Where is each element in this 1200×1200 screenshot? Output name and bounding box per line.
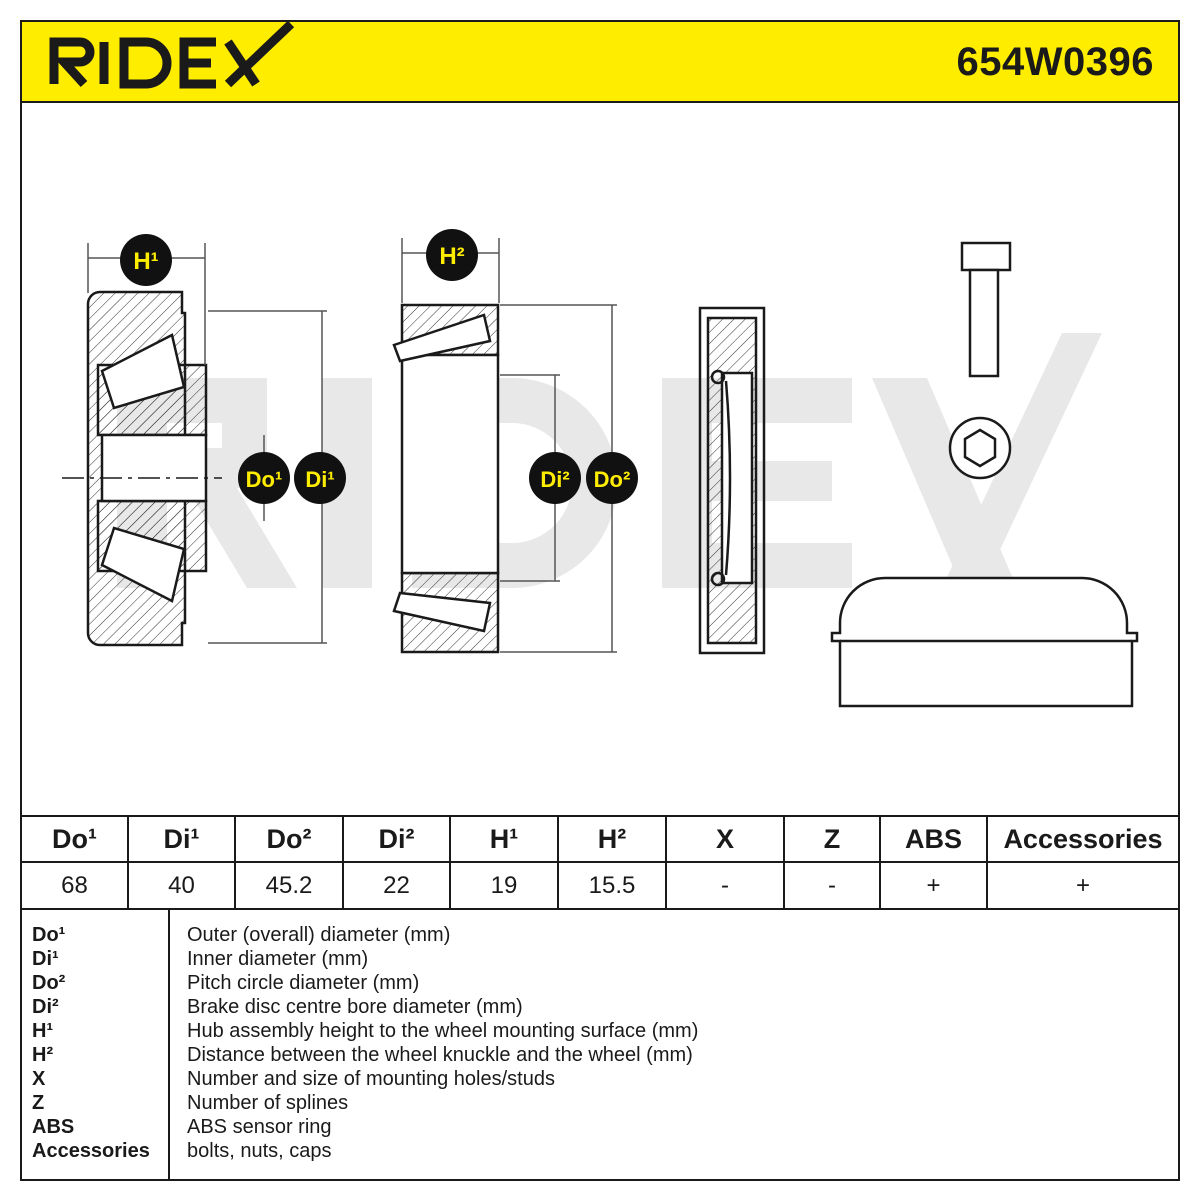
legend-row: ABS ABS sensor ring xyxy=(22,1116,1178,1140)
badge-do1-text: Do¹ xyxy=(246,467,283,492)
legend-row: X Number and size of mounting holes/stud… xyxy=(22,1068,1178,1092)
ridex-logo xyxy=(49,22,295,89)
legend-row: Di¹ Inner diameter (mm) xyxy=(22,948,1178,972)
header-cell: Accessories xyxy=(986,815,1178,863)
legend-key: Di¹ xyxy=(32,948,59,970)
value-cell: 68 xyxy=(22,861,129,910)
value-cell: + xyxy=(879,861,988,910)
badge-di1-text: Di¹ xyxy=(305,467,334,492)
header-cell: Do¹ xyxy=(22,815,129,863)
seal-drawing xyxy=(698,306,766,655)
legend-divider xyxy=(168,910,170,1181)
legend-row: Do² Pitch circle diameter (mm) xyxy=(22,972,1178,996)
legend-row: H² Distance between the wheel knuckle an… xyxy=(22,1044,1178,1068)
bolt-drawing xyxy=(948,241,1012,480)
legend-key: Accessories xyxy=(32,1140,150,1162)
legend-key: Do¹ xyxy=(32,924,66,946)
badge-di1: Di¹ xyxy=(294,452,346,504)
drawing-canvas: H¹ Do¹ Di¹ H² Di² Do² xyxy=(62,229,1139,708)
legend-description: Distance between the wheel knuckle and t… xyxy=(187,1044,693,1066)
value-cell: - xyxy=(665,861,785,910)
bearing-2-drawing xyxy=(392,303,500,654)
legend-description: Inner diameter (mm) xyxy=(187,948,369,970)
legend-description: Hub assembly height to the wheel mountin… xyxy=(187,1020,699,1042)
cap-drawing xyxy=(830,576,1139,708)
legend-key: X xyxy=(32,1068,46,1090)
legend-row: Z Number of splines xyxy=(22,1092,1178,1116)
legend-description: Number of splines xyxy=(187,1092,349,1114)
legend-description: ABS sensor ring xyxy=(187,1116,332,1138)
legend-key: H¹ xyxy=(32,1020,54,1042)
value-cell: 40 xyxy=(127,861,236,910)
legend-key: Do² xyxy=(32,972,66,994)
datasheet-frame: 654W0396 xyxy=(20,20,1180,1181)
legend-key: H² xyxy=(32,1044,54,1066)
legend-row: Do¹ Outer (overall) diameter (mm) xyxy=(22,924,1178,948)
value-cell: 15.5 xyxy=(557,861,667,910)
badge-do2: Do² xyxy=(586,452,638,504)
badge-do2-text: Do² xyxy=(594,467,631,492)
legend-key: Z xyxy=(32,1092,45,1114)
header-cell: Di¹ xyxy=(127,815,236,863)
legend-key: ABS xyxy=(32,1116,75,1138)
legend-description: Pitch circle diameter (mm) xyxy=(187,972,420,994)
spec-header-row: Do¹ Di¹ Do² Di² H¹ H² X Z ABS Accessorie… xyxy=(22,815,1178,863)
technical-drawing: H¹ Do¹ Di¹ H² Di² Do² xyxy=(22,103,1178,815)
badge-h1: H¹ xyxy=(120,234,172,286)
legend-description: bolts, nuts, caps xyxy=(187,1140,332,1162)
legend-description: Outer (overall) diameter (mm) xyxy=(187,924,451,946)
badge-h2-text: H² xyxy=(439,243,464,270)
legend-row: H¹ Hub assembly height to the wheel moun… xyxy=(22,1020,1178,1044)
value-cell: + xyxy=(986,861,1178,910)
badge-di2: Di² xyxy=(529,452,581,504)
legend-row: Accessories bolts, nuts, caps xyxy=(22,1140,1178,1164)
value-cell: 45.2 xyxy=(234,861,344,910)
header-cell: H¹ xyxy=(449,815,559,863)
value-cell: - xyxy=(783,861,881,910)
badge-h1-text: H¹ xyxy=(133,248,158,275)
header-cell: ABS xyxy=(879,815,988,863)
spec-table: Do¹ Di¹ Do² Di² H¹ H² X Z ABS Accessorie… xyxy=(22,815,1178,910)
legend: Do¹ Outer (overall) diameter (mm) Di¹ In… xyxy=(22,908,1178,1181)
badge-di2-text: Di² xyxy=(540,467,569,492)
header-cell: Do² xyxy=(234,815,344,863)
value-cell: 22 xyxy=(342,861,451,910)
legend-row: Di² Brake disc centre bore diameter (mm) xyxy=(22,996,1178,1020)
bearing-1-drawing xyxy=(62,290,222,647)
legend-key: Di² xyxy=(32,996,59,1018)
badge-h2: H² xyxy=(426,229,478,281)
legend-description: Number and size of mounting holes/studs xyxy=(187,1068,555,1090)
value-cell: 19 xyxy=(449,861,559,910)
header-bar: 654W0396 xyxy=(22,22,1178,103)
spec-value-row: 68 40 45.2 22 19 15.5 - - + + xyxy=(22,861,1178,910)
part-number: 654W0396 xyxy=(956,40,1154,84)
header-cell: Di² xyxy=(342,815,451,863)
badge-do1: Do¹ xyxy=(238,452,290,504)
header-cell: Z xyxy=(783,815,881,863)
header-cell: X xyxy=(665,815,785,863)
legend-description: Brake disc centre bore diameter (mm) xyxy=(187,996,523,1018)
watermark xyxy=(117,333,1102,588)
header-cell: H² xyxy=(557,815,667,863)
